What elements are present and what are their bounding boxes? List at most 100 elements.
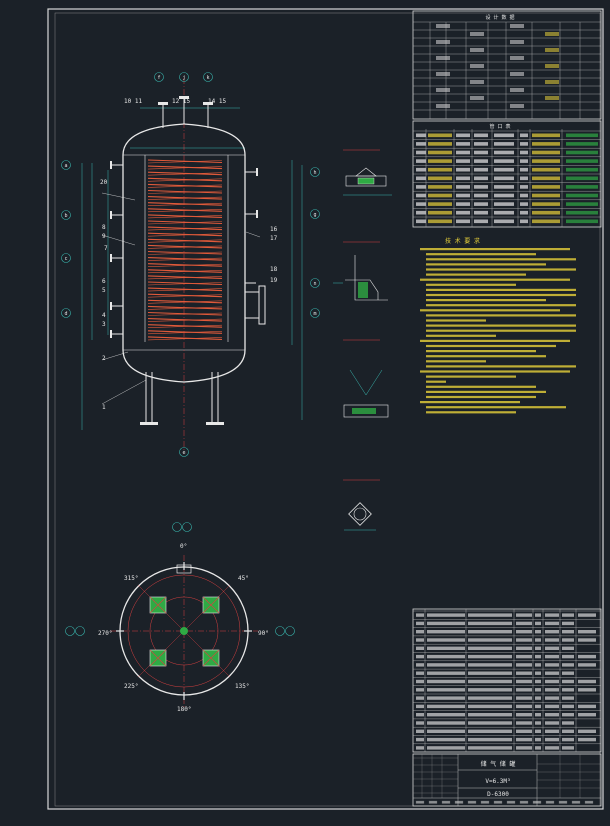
coil-turn-back <box>147 288 223 292</box>
coil-turn <box>147 159 223 164</box>
coil-turn <box>147 244 223 249</box>
part-callout: 14 15 <box>208 98 226 105</box>
nozzle-bubble-label: n <box>313 281 316 287</box>
angle-315-label: 315° <box>124 575 138 582</box>
angle-135-label: 135° <box>235 683 249 690</box>
part-callout: 10 11 <box>124 98 142 105</box>
angle-180-label: 180° <box>177 706 191 713</box>
coil-turn <box>147 183 223 188</box>
coil-turn-back <box>147 282 223 286</box>
technical-notes: 技 术 要 求 <box>420 237 576 414</box>
part-callout: 20 <box>100 179 108 186</box>
coil-turn-back <box>147 209 223 213</box>
coil-turn-back <box>147 184 223 188</box>
title-volume: V=6.3M³ <box>485 778 510 785</box>
part-callout: 3 <box>102 321 106 328</box>
coil-turn-back <box>147 196 223 200</box>
part-callout: 19 <box>270 277 278 284</box>
coil-turn <box>147 330 223 334</box>
nozzle-bubble <box>310 278 320 288</box>
coil-turn-back <box>147 276 223 280</box>
coil-turn-back <box>147 202 223 206</box>
coil-turn-back <box>147 337 223 341</box>
parts-list <box>412 608 602 753</box>
part-callout: 1 <box>102 404 106 411</box>
part-callout: 12 15 <box>172 98 190 105</box>
title-drawing-no: D-6300 <box>487 791 509 798</box>
coil-turn-back <box>147 166 223 170</box>
coil-turn <box>147 318 223 322</box>
coil-turn <box>147 263 223 267</box>
coil-turn <box>147 269 223 273</box>
coil-turn <box>147 226 223 231</box>
coil-turn <box>147 220 223 225</box>
coil-turn-back <box>147 239 223 243</box>
coil-turn <box>147 165 223 170</box>
nozzle-bubble <box>61 160 71 170</box>
coil-turn <box>147 281 223 286</box>
title-block: 储 气 储 罐 V=6.3M³ D-6300 <box>412 753 602 807</box>
coil-turn-back <box>147 233 223 237</box>
drawing-frame <box>47 8 604 810</box>
nozzle-bubble <box>310 308 320 318</box>
part-callout: 5 <box>102 287 106 294</box>
coil-turn <box>147 336 223 340</box>
drawing-inner-frame <box>54 12 601 807</box>
coil-turn <box>147 208 223 212</box>
nozzle-bubble-label: f <box>157 75 160 81</box>
coil-turn-back <box>147 178 223 182</box>
coil-turn <box>147 202 223 206</box>
coil-turn-back <box>147 300 223 304</box>
title-name: 储 气 储 罐 <box>481 760 516 768</box>
nozzle-bubble-label: a <box>64 163 67 169</box>
coil-turn <box>147 257 223 261</box>
angle-90-label: 90° <box>258 630 269 637</box>
coil-turn <box>147 299 223 304</box>
nozzle-bubble <box>179 447 189 457</box>
nozzle-bubble <box>61 210 71 220</box>
nozzle-bubble <box>61 253 71 263</box>
coil-turn <box>147 177 223 182</box>
nozzle-bubble <box>61 308 71 318</box>
part-callout: 8 <box>102 224 106 231</box>
plan-view: 0° 45° 90° 135° 180° 225° 270° 315° <box>65 522 295 713</box>
nozzle-bubble-label: c <box>64 256 67 262</box>
nozzle-bubble <box>154 72 164 82</box>
nozzle-bubble <box>179 72 189 82</box>
nozzle-table-heading: 管 口 表 <box>489 123 510 130</box>
coil-turn <box>147 287 223 292</box>
detail-views <box>333 149 392 531</box>
coil-turn-back <box>147 270 223 274</box>
nozzle-bubble <box>310 209 320 219</box>
coil-turn <box>147 189 223 194</box>
angle-0-label: 0° <box>180 543 187 550</box>
nozzle-bubble-label: e <box>182 450 185 456</box>
nozzle-bubble-label: k <box>206 75 209 81</box>
part-callout: 4 <box>102 312 106 319</box>
coil-turn <box>147 324 223 328</box>
coil-turn-back <box>147 190 223 194</box>
part-callout: 2 <box>102 355 106 362</box>
coil-turn <box>147 275 223 279</box>
coil-turn-back <box>147 245 223 249</box>
coil-turn-back <box>147 318 223 322</box>
part-callout: 18 <box>270 266 278 273</box>
part-callout: 17 <box>270 235 278 242</box>
coil-turn-back <box>147 263 223 267</box>
notes-heading: 技 术 要 求 <box>445 237 480 245</box>
nozzle-bubble <box>310 167 320 177</box>
coil-turn-back <box>147 215 223 219</box>
angle-45-label: 45° <box>238 575 249 582</box>
design-table-heading: 设 计 数 据 <box>485 14 514 21</box>
design-data-table: 设 计 数 据 <box>412 10 602 120</box>
coil-turn-back <box>147 257 223 261</box>
part-callout: 9 <box>102 233 106 240</box>
heating-coil <box>147 159 223 341</box>
coil-turn-back <box>147 160 223 164</box>
nozzle-bubble-label: d <box>64 311 67 317</box>
coil-turn-back <box>147 172 223 176</box>
coil-turn <box>147 196 223 200</box>
part-callout: 16 <box>270 226 278 233</box>
coil-turn <box>147 171 223 176</box>
